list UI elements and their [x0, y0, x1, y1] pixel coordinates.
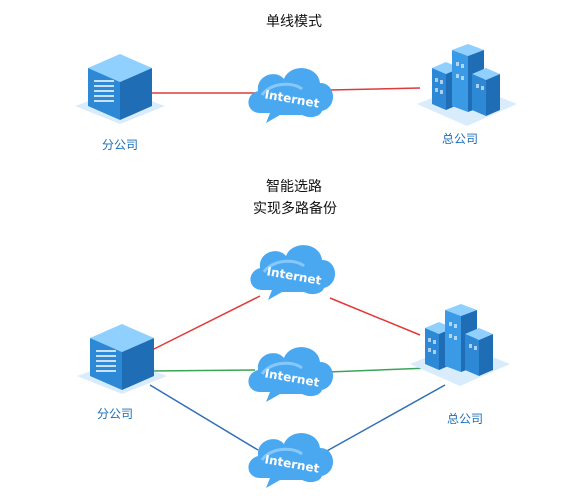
top-branch-label: 分公司 — [101, 138, 138, 152]
top-title: 单线模式 — [266, 14, 322, 30]
green-path-b — [327, 367, 431, 373]
city-buildings-icon — [417, 44, 517, 126]
bottom-title-line2: 实现多路备份 — [253, 201, 337, 217]
top-hq-label: 总公司 — [441, 132, 478, 146]
top-link-right — [329, 87, 421, 91]
red-path-b — [329, 297, 421, 336]
office-building-icon — [75, 54, 165, 124]
city-buildings-icon — [410, 304, 510, 386]
green-path-a — [149, 369, 256, 372]
cloud-icon: Internet — [248, 433, 334, 488]
red-path-a — [147, 295, 261, 353]
office-building-icon — [77, 324, 167, 394]
bottom-branch-label: 分公司 — [96, 407, 133, 421]
cloud-icon: Internet — [248, 347, 334, 402]
cloud-icon: Internet — [248, 68, 334, 123]
cloud-icon: Internet — [250, 245, 336, 300]
bottom-title-line1: 智能选路 — [266, 179, 322, 195]
bottom-hq-label: 总公司 — [446, 412, 483, 426]
blue-path-a — [149, 384, 259, 451]
blue-path-b — [324, 384, 446, 453]
